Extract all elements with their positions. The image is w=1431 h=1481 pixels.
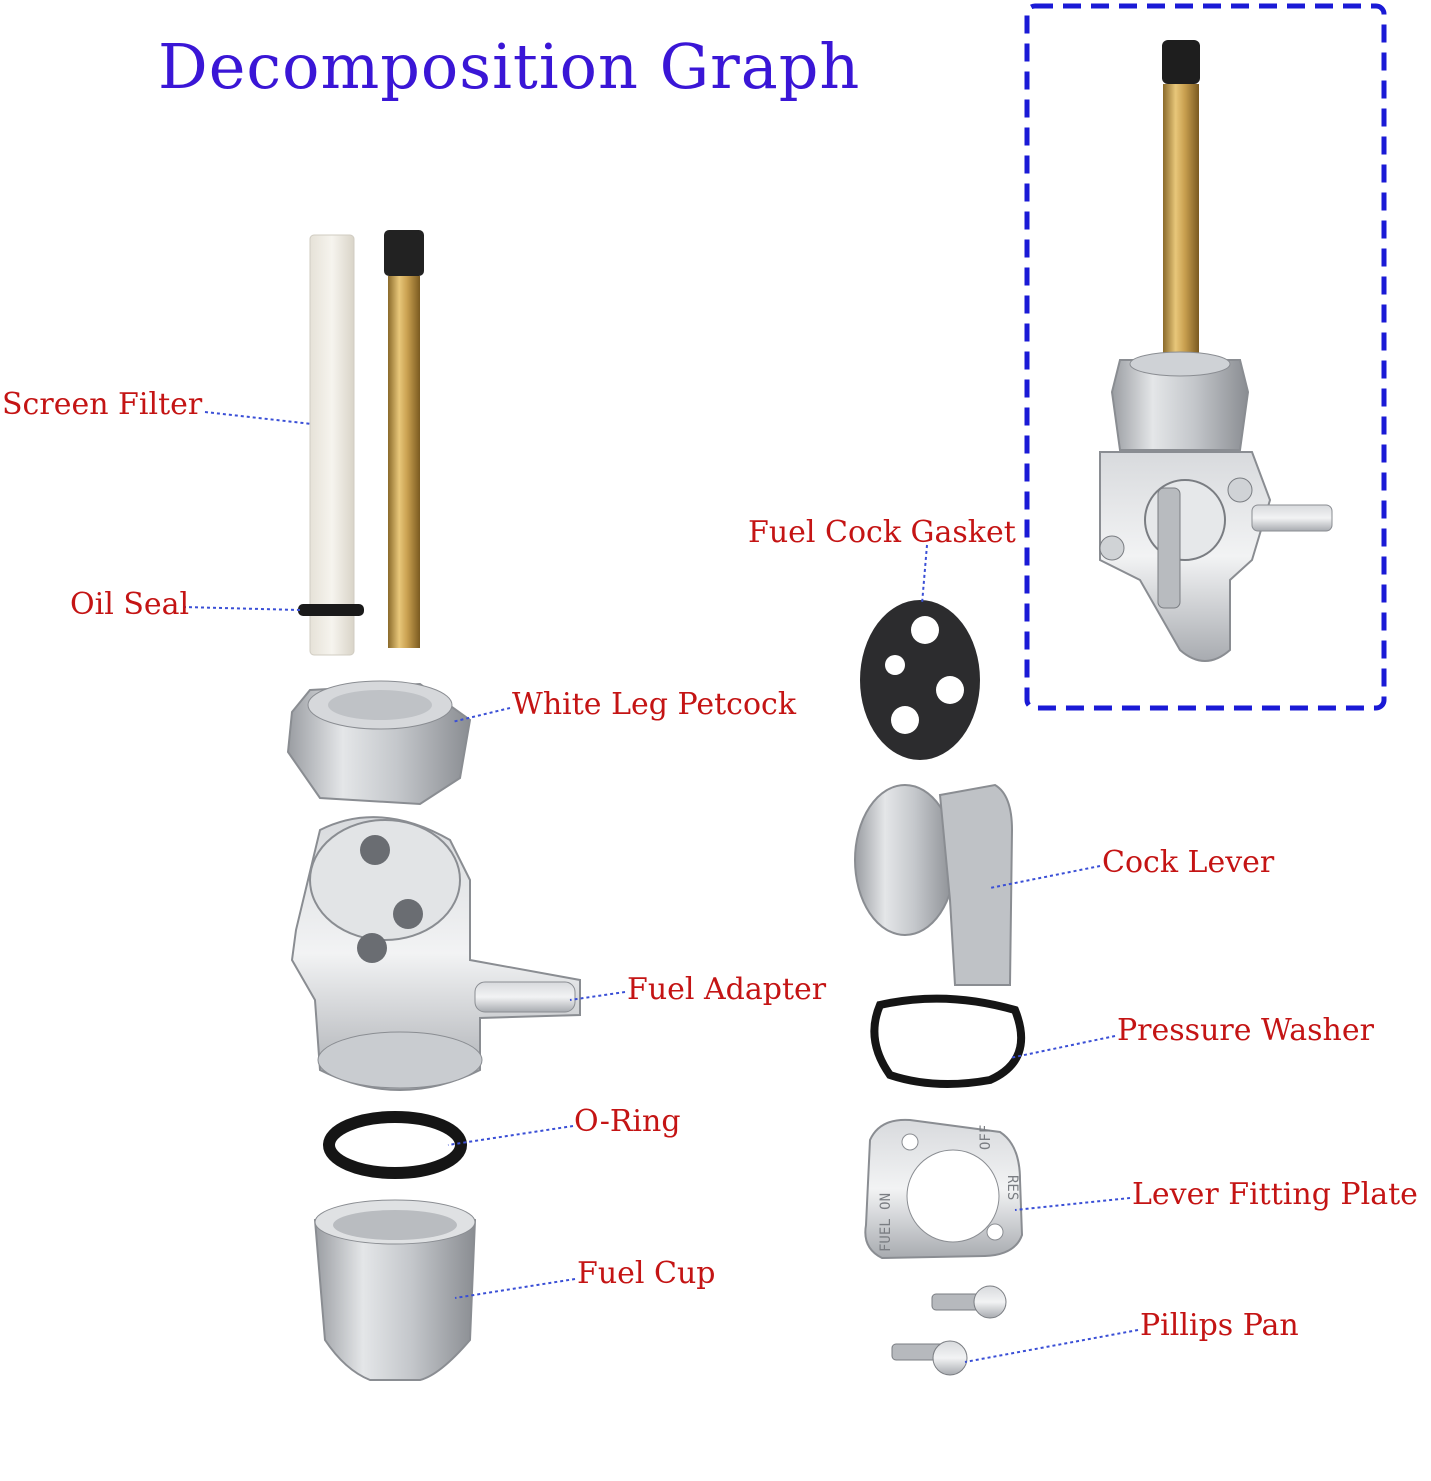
label-cock-lever: Cock Lever xyxy=(1102,845,1275,880)
cock-lever-image xyxy=(854,783,1014,986)
leader-white-leg-petcock xyxy=(451,707,511,723)
fuel-cup-image xyxy=(313,1199,477,1381)
plate-marking-fuel-on: FUEL ON xyxy=(878,1193,894,1252)
leader-cock-lever xyxy=(989,865,1101,889)
leader-oil-seal xyxy=(182,606,301,611)
label-o-ring: O-Ring xyxy=(574,1104,681,1139)
leader-fuel-cup xyxy=(454,1278,576,1299)
label-lever-fitting-plate: Lever Fitting Plate xyxy=(1132,1177,1418,1212)
leader-lines xyxy=(182,411,1139,1363)
leader-pressure-washer xyxy=(1009,1035,1116,1059)
screen-filter-image xyxy=(298,234,364,656)
plate-marking-res: RES xyxy=(1004,1175,1020,1200)
leader-screen-filter xyxy=(204,411,313,425)
label-white-leg-petcock: White Leg Petcock xyxy=(512,687,797,722)
label-screen-filter: Screen Filter xyxy=(2,387,203,422)
leader-lever-fitting-plate xyxy=(1014,1197,1131,1211)
brass-tube-image xyxy=(384,230,424,648)
page-title: Decomposition Graph xyxy=(158,30,861,103)
fuel-cock-gasket-image xyxy=(860,600,980,760)
hex-nut-image xyxy=(286,680,472,806)
label-fuel-cup: Fuel Cup xyxy=(577,1256,716,1291)
fuel-adapter-image xyxy=(290,816,581,1091)
assembled-part-frame xyxy=(1024,3,1387,711)
label-pressure-washer: Pressure Washer xyxy=(1117,1013,1374,1048)
plate-marking-off: OFF xyxy=(978,1125,994,1150)
o-ring-image xyxy=(323,1111,467,1179)
assembled-petcock-image xyxy=(1099,40,1333,662)
label-oil-seal: Oil Seal xyxy=(70,587,190,622)
label-fuel-cock-gasket: Fuel Cock Gasket xyxy=(748,515,1016,550)
leader-pillips-pan xyxy=(964,1329,1139,1363)
label-pillips-pan: Pillips Pan xyxy=(1140,1308,1299,1343)
label-fuel-adapter: Fuel Adapter xyxy=(627,972,827,1007)
leader-fuel-cock-gasket xyxy=(921,544,928,605)
pressure-washer-image xyxy=(870,994,1026,1088)
phillips-screws-image xyxy=(891,1285,1007,1376)
lever-fitting-plate-image xyxy=(864,1118,1024,1260)
